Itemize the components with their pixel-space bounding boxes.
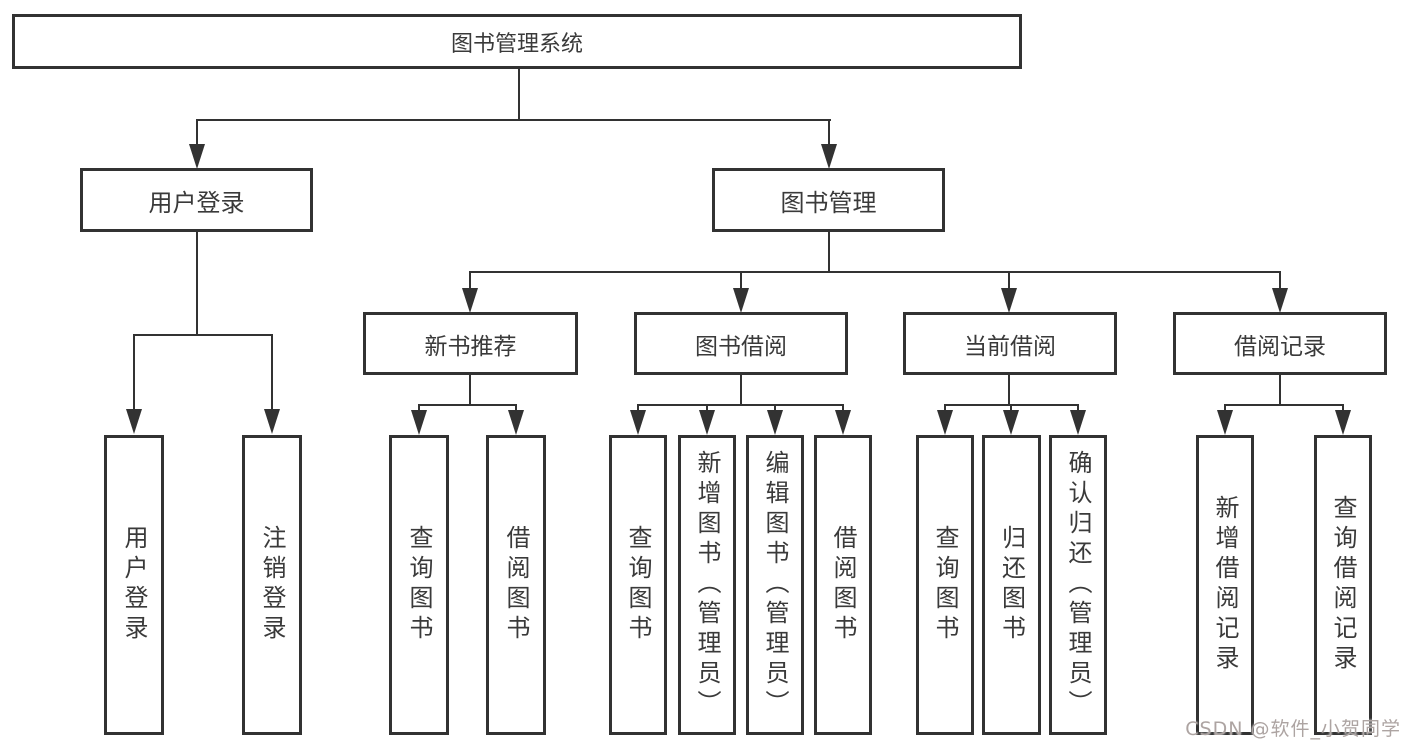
leaf-edit-book-admin-label: 编辑图书（管理员） xyxy=(761,450,789,720)
leaf-return-books: 归还图书 xyxy=(982,435,1041,735)
node-current-borrow-label: 当前借阅 xyxy=(964,333,1056,360)
connector-stem-leaf-logout xyxy=(271,334,273,409)
connector-stem xyxy=(774,404,776,412)
leaf-add-borrow-record-label: 新增借阅记录 xyxy=(1211,495,1239,675)
leaf-edit-book-admin: 编辑图书（管理员） xyxy=(746,435,804,735)
arrow-down-icon xyxy=(630,410,646,435)
arrow-down-icon xyxy=(937,410,953,435)
leaf-user-login: 用户登录 xyxy=(104,435,164,735)
arrow-down-icon xyxy=(1003,410,1019,435)
connector-stem xyxy=(1342,404,1344,412)
arrow-down-icon xyxy=(264,409,280,434)
arrow-down-icon xyxy=(767,410,783,435)
connector-login-branch xyxy=(133,334,273,336)
leaf-add-borrow-record: 新增借阅记录 xyxy=(1196,435,1254,735)
arrow-down-icon xyxy=(1070,410,1086,435)
arrow-down-icon xyxy=(462,288,478,313)
arrow-down-icon xyxy=(1335,410,1351,435)
node-current-borrow: 当前借阅 xyxy=(903,312,1117,375)
connector-mgmt-drop xyxy=(828,232,830,273)
leaf-query-books-recommend: 查询图书 xyxy=(389,435,449,735)
arrow-down-icon xyxy=(1217,410,1233,435)
leaf-logout-label: 注销登录 xyxy=(258,525,286,645)
connector-stem-recommend xyxy=(469,271,471,290)
leaf-query-books-current: 查询图书 xyxy=(916,435,974,735)
node-borrow-records: 借阅记录 xyxy=(1173,312,1387,375)
arrow-down-icon xyxy=(508,410,524,435)
node-new-book-recommend: 新书推荐 xyxy=(363,312,578,375)
leaf-query-books-borrow-label: 查询图书 xyxy=(624,525,652,645)
leaf-query-books-current-label: 查询图书 xyxy=(931,525,959,645)
arrow-down-icon xyxy=(835,410,851,435)
connector-stem xyxy=(1077,404,1079,412)
connector-mgmt-branch xyxy=(469,271,1281,273)
connector-root-branch xyxy=(196,119,831,121)
leaf-return-books-label: 归还图书 xyxy=(997,525,1026,645)
connector-stem xyxy=(842,404,844,412)
leaf-query-borrow-record-label: 查询借阅记录 xyxy=(1329,495,1357,675)
connector-stem xyxy=(1010,404,1012,412)
leaf-borrow-books-borrow: 借阅图书 xyxy=(814,435,872,735)
connector-stem xyxy=(515,404,517,412)
leaf-query-borrow-record: 查询借阅记录 xyxy=(1314,435,1372,735)
connector-stem xyxy=(944,404,946,412)
leaf-borrow-books-recommend-label: 借阅图书 xyxy=(502,525,530,645)
leaf-add-book-admin: 新增图书（管理员） xyxy=(678,435,736,735)
arrow-down-icon xyxy=(126,409,142,434)
connector-recommend-drop xyxy=(469,375,471,406)
node-user-login: 用户登录 xyxy=(80,168,313,232)
arrow-down-icon xyxy=(699,410,715,435)
arrow-down-icon xyxy=(189,144,205,169)
connector-borrow-branch xyxy=(637,404,844,406)
node-borrow-records-label: 借阅记录 xyxy=(1234,333,1326,360)
watermark: CSDN @软件_小贺同学 xyxy=(1185,718,1401,740)
node-new-book-recommend-label: 新书推荐 xyxy=(424,333,517,360)
node-library-system-label: 图书管理系统 xyxy=(450,31,583,57)
leaf-add-book-admin-label: 新增图书（管理员） xyxy=(693,450,721,720)
connector-records-branch xyxy=(1224,404,1344,406)
node-book-borrow-label: 图书借阅 xyxy=(695,333,787,360)
connector-stem xyxy=(637,404,639,412)
connector-current-drop xyxy=(1008,375,1010,406)
connector-stem-current xyxy=(1008,271,1010,290)
leaf-confirm-return-admin-label: 确认归还（管理员） xyxy=(1064,450,1092,720)
leaf-query-books-recommend-label: 查询图书 xyxy=(405,525,433,645)
connector-stem-borrow xyxy=(740,271,742,290)
leaf-borrow-books-borrow-label: 借阅图书 xyxy=(829,525,857,645)
leaf-user-login-label: 用户登录 xyxy=(120,525,148,645)
leaf-logout: 注销登录 xyxy=(242,435,302,735)
connector-stem xyxy=(418,404,420,412)
connector-stem-book-mgmt xyxy=(828,119,830,146)
connector-stem-leaf-login xyxy=(133,334,135,409)
connector-stem-records xyxy=(1279,271,1281,290)
node-user-login-label: 用户登录 xyxy=(148,188,245,217)
connector-login-drop xyxy=(196,232,198,336)
connector-root-drop xyxy=(518,69,520,120)
leaf-borrow-books-recommend: 借阅图书 xyxy=(486,435,546,735)
arrow-down-icon xyxy=(733,288,749,313)
connector-records-drop xyxy=(1279,375,1281,406)
connector-stem xyxy=(1224,404,1226,412)
connector-stem xyxy=(706,404,708,412)
arrow-down-icon xyxy=(411,410,427,435)
leaf-confirm-return-admin: 确认归还（管理员） xyxy=(1049,435,1107,735)
connector-recommend-branch xyxy=(418,404,517,406)
node-book-borrow: 图书借阅 xyxy=(634,312,848,375)
arrow-down-icon xyxy=(1001,288,1017,313)
node-library-system: 图书管理系统 xyxy=(12,14,1022,69)
node-book-management: 图书管理 xyxy=(712,168,945,232)
connector-borrow-drop xyxy=(740,375,742,406)
leaf-query-books-borrow: 查询图书 xyxy=(609,435,667,735)
arrow-down-icon xyxy=(1272,288,1288,313)
connector-stem-user-login xyxy=(196,119,198,146)
node-book-management-label: 图书管理 xyxy=(780,188,877,217)
arrow-down-icon xyxy=(821,144,837,169)
